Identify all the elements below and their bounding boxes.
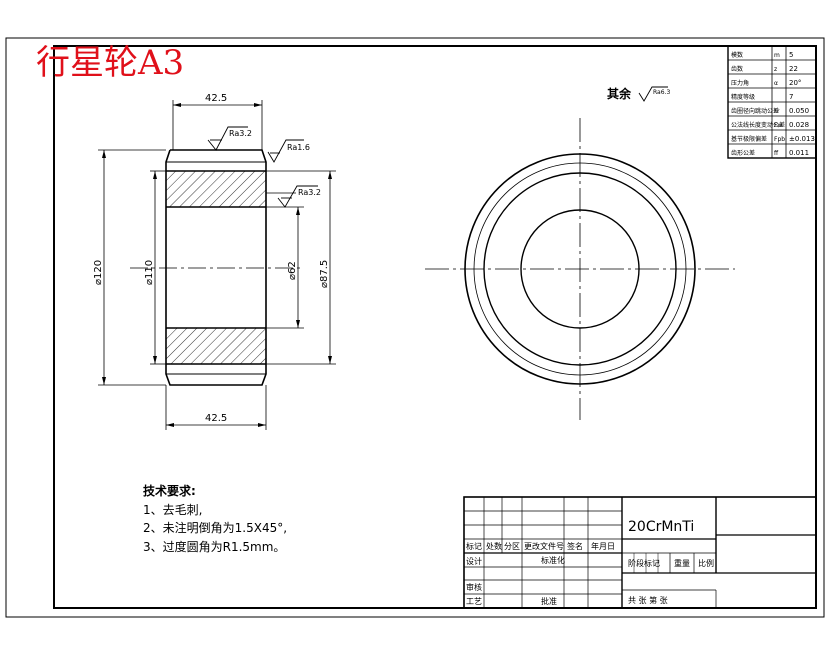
param-name: 齿数 — [731, 65, 743, 73]
general-roughness-label: Ra6.3 — [653, 89, 670, 96]
tech-req-item-3: 3、过度圆角为R1.5mm。 — [143, 539, 285, 554]
param-symbol: Fw — [774, 122, 782, 129]
dim-dia-root: ⌀110 — [144, 260, 155, 285]
param-symbol: z — [774, 66, 777, 73]
param-value: 0.011 — [789, 149, 809, 157]
change-record-label: 标记 — [466, 541, 482, 551]
roughness-symbol-edge — [267, 139, 304, 163]
part-outline — [165, 149, 267, 386]
weight-label: 重量 — [674, 558, 690, 568]
roughness-label-bore: Ra3.2 — [298, 188, 321, 197]
param-name: 公法线长度变动公差 — [731, 121, 785, 129]
dim-width-top: 42.5 — [205, 93, 227, 104]
standard-label: 标准化 — [541, 555, 565, 565]
roughness-label-edge: Ra1.6 — [287, 143, 310, 152]
section-view — [98, 100, 336, 430]
change-record-label: 处数 — [486, 541, 502, 551]
scale-label: 比例 — [698, 558, 714, 568]
param-name: 模数 — [731, 51, 743, 59]
change-record-label: 分区 — [504, 542, 520, 551]
roughness-label-top: Ra3.2 — [229, 129, 252, 138]
change-record-label: 更改文件号 — [524, 541, 564, 551]
outer-frame — [5, 37, 825, 618]
material-label: 20CrMnTi — [628, 519, 694, 535]
param-name: 齿形公差 — [731, 149, 755, 157]
param-name: 压力角 — [731, 79, 749, 87]
param-name: 基节极限偏差 — [731, 135, 767, 143]
tech-req-item-1: 1、去毛刺, — [143, 503, 202, 517]
drawing-title: 行星轮A3 — [36, 43, 184, 83]
dim-dia-hub: ⌀87.5 — [319, 260, 330, 288]
param-value: 20° — [789, 79, 801, 87]
param-value: 7 — [789, 93, 793, 101]
param-symbol: Fr — [774, 108, 780, 115]
param-symbol: ff — [774, 150, 779, 157]
param-name: 精度等级 — [731, 93, 755, 101]
change-record-label: 签名 — [567, 541, 583, 551]
title-block — [463, 496, 817, 609]
hatch-top — [166, 171, 266, 207]
tech-req-item-2: 2、未注明倒角为1.5X45°, — [143, 520, 287, 535]
process-label: 工艺 — [466, 597, 482, 606]
param-symbol: Fpb — [774, 136, 785, 143]
param-value: 0.050 — [789, 107, 809, 115]
param-value: ±0.013 — [789, 135, 815, 143]
param-symbol: m — [774, 52, 780, 59]
change-record-label: 年月日 — [591, 541, 615, 551]
hatch-bottom — [166, 328, 266, 364]
tech-req-heading: 技术要求: — [143, 483, 196, 498]
general-remark: 其余 — [607, 86, 632, 101]
roughness-symbol-general — [638, 86, 668, 102]
stage-mark-label: 阶段标记 — [628, 558, 660, 568]
inner-frame — [53, 45, 817, 609]
roughness-symbol-top — [207, 126, 248, 151]
dim-width-bottom: 42.5 — [205, 413, 227, 424]
param-value: 22 — [789, 65, 798, 73]
gear-param-table — [727, 45, 817, 159]
front-view — [425, 86, 735, 420]
roughness-symbol-bore — [277, 185, 318, 208]
sheets-label: 共 张 第 张 — [628, 595, 668, 605]
design-label: 设计 — [466, 556, 482, 566]
param-value: 0.028 — [789, 121, 809, 129]
review-label: 审核 — [466, 582, 482, 592]
approve-label: 批准 — [541, 596, 557, 606]
param-symbol: α — [774, 80, 778, 87]
param-value: 5 — [789, 51, 793, 59]
param-name: 齿圈径向跳动公差 — [731, 107, 779, 115]
dim-dia-outer: ⌀120 — [93, 260, 104, 285]
dim-dia-bore: ⌀62 — [287, 261, 298, 280]
